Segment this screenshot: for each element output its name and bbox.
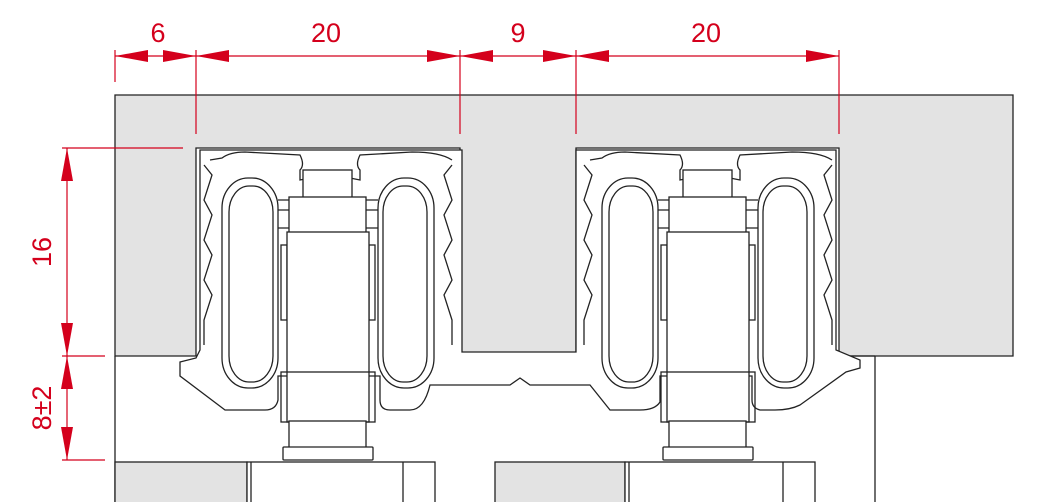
dimension-label: 20 bbox=[691, 18, 721, 48]
vertical-dimensions: 16 8±2 bbox=[27, 147, 183, 461]
dimension-label: 9 bbox=[510, 18, 525, 48]
door-panel-left-edge bbox=[114, 461, 248, 502]
door-panel-left bbox=[246, 461, 436, 502]
dimension-label: 16 bbox=[27, 237, 57, 267]
dimension-label: 8±2 bbox=[27, 386, 57, 431]
trolley-left bbox=[221, 169, 435, 461]
door-panel-right bbox=[624, 461, 816, 502]
door-panel-right-edge bbox=[494, 461, 626, 502]
dimension-label: 20 bbox=[311, 18, 341, 48]
horizontal-dimensions: 6 20 9 20 bbox=[114, 18, 840, 134]
dimension-label: 6 bbox=[150, 18, 165, 48]
trolley-right bbox=[601, 169, 815, 461]
